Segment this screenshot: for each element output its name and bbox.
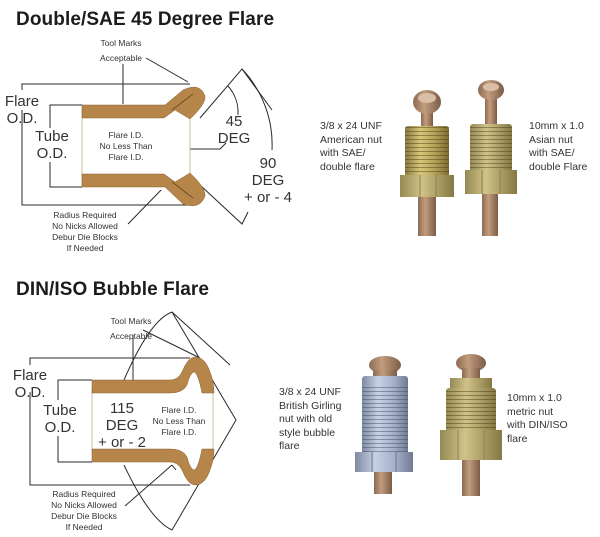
- photo-caption-british-girling-nut: 3/8 x 24 UNF British Girling nut with ol…: [279, 386, 342, 452]
- section-title-din-iso: DIN/ISO Bubble Flare: [16, 279, 210, 300]
- flare-od-label-2: Flare O.D.: [12, 367, 48, 401]
- photo-asian-sae-nut: [465, 80, 517, 236]
- angle-90-label: 90 DEG + or - 4: [244, 155, 292, 206]
- photo-caption-american-nut: 3/8 x 24 UNF American nut with SAE/ doub…: [320, 120, 382, 173]
- section-title-sae: Double/SAE 45 Degree Flare: [16, 9, 275, 30]
- angle-90-arc: [241, 68, 273, 151]
- tube-wall-bottom: [81, 172, 206, 206]
- tube-wall-top: [81, 86, 206, 120]
- bubble-wall-top: [91, 356, 215, 394]
- flare-id-label-2: Flare I.D. No Less Than Flare I.D.: [152, 405, 206, 437]
- tube-od-label: Tube O.D.: [32, 128, 72, 162]
- photo-caption-metric-nut: 10mm x 1.0 metric nut with DIN/ISO flare: [507, 392, 568, 445]
- radius-required-label-2: Radius Required No Nicks Allowed Debur D…: [51, 489, 117, 532]
- tool-marks-label-2: Tool Marks Acceptable: [109, 316, 153, 341]
- photo-caption-asian-nut: 10mm x 1.0 Asian nut with SAE/ double Fl…: [529, 120, 588, 173]
- tool-marks-label: Tool Marks Acceptable: [99, 38, 143, 63]
- flare-od-label: Flare O.D.: [4, 93, 40, 127]
- bubble-wall-bottom: [91, 448, 215, 486]
- radius-required-label: Radius Required No Nicks Allowed Debur D…: [52, 210, 118, 253]
- flare-od-dimension-line: [21, 83, 190, 90]
- angle-45-label: 45 DEG: [217, 113, 251, 147]
- tube-od-dimension-line: [49, 104, 82, 134]
- tube-od-label-2: Tube O.D.: [40, 402, 80, 436]
- photo-british-girling-nut: [355, 356, 413, 494]
- flare-id-label: Flare I.D. No Less Than Flare I.D.: [96, 130, 156, 163]
- angle-115-label: 115 DEG + or - 2: [98, 400, 146, 451]
- photo-american-sae-nut: [400, 90, 454, 236]
- photo-metric-din-nut: [440, 354, 502, 496]
